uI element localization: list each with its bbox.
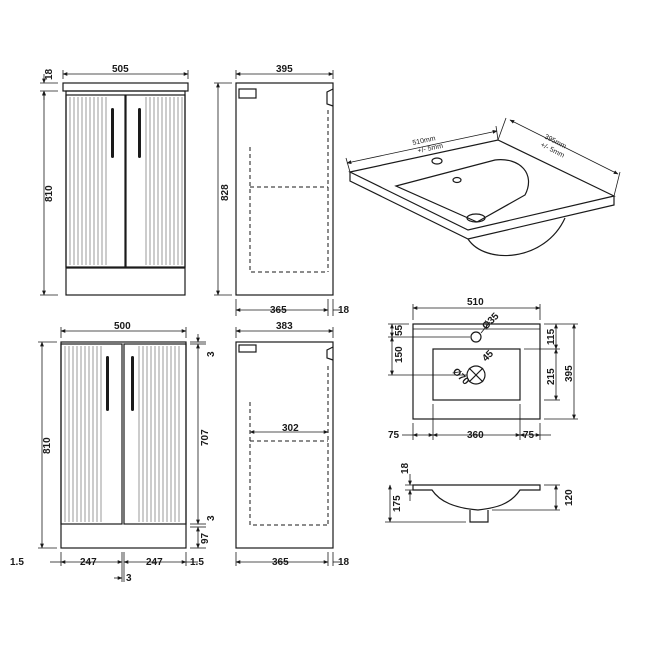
basin-top-surface	[348, 139, 616, 231]
rim-thickness-label: 18	[400, 462, 411, 474]
tap-hole	[470, 331, 482, 343]
height-label: 810	[42, 437, 53, 454]
bowl-width-label: 360	[467, 430, 484, 441]
bowl-depth-label: 215	[546, 368, 557, 385]
bottom-gap-label: 3	[206, 515, 217, 521]
right-gap-label: 1.5	[190, 557, 204, 568]
top-to-bowl-label: 115	[546, 328, 557, 345]
door-right	[125, 94, 186, 268]
side-view-bottom: 383 302 365 18	[235, 321, 350, 568]
basin-section-outline	[412, 484, 541, 511]
door-right	[123, 343, 187, 525]
hidden-carcass	[249, 402, 328, 526]
bowl-height-label: 120	[564, 489, 575, 506]
waste-outlet	[469, 510, 489, 523]
left-gap-label: 1.5	[10, 557, 24, 568]
hinge-block	[238, 88, 257, 99]
bowl-outline	[432, 348, 521, 401]
inner-depth-label: 365	[270, 305, 287, 316]
center-gap-label: 3	[126, 573, 132, 584]
waste-hole	[466, 213, 486, 223]
depth-label: 383	[276, 321, 293, 332]
front-view-bottom: 500 810 3 707 3 97 1.5 247 247 1.5 3	[10, 321, 217, 584]
width-label: 505	[112, 64, 129, 75]
bowl-offset-label: 150	[394, 346, 405, 363]
basin-bowl-underside	[467, 217, 566, 257]
front-view-top: 505 18 810	[40, 64, 189, 296]
back-gap-label: 18	[338, 557, 350, 568]
width-label: 500	[114, 321, 131, 332]
door-left	[65, 94, 126, 268]
tap-hole	[431, 157, 443, 165]
side-view-top: 395 828 365 18	[214, 64, 350, 316]
iso-depth-dimension	[509, 119, 619, 175]
iso-width-label: 510mm	[412, 135, 436, 147]
top-gap-label: 3	[206, 351, 217, 357]
depth-label: 395	[276, 64, 293, 75]
edge-profile	[326, 346, 334, 361]
waste-cross-b	[468, 367, 484, 383]
overflow-hole	[452, 176, 462, 184]
handle-left	[111, 108, 114, 158]
side-panel	[235, 82, 334, 296]
height-label: 810	[44, 185, 55, 202]
door-grooves	[64, 346, 180, 522]
basin-bowl-opening	[394, 159, 530, 223]
worktop-thickness-label: 18	[44, 68, 55, 80]
back-gap-label: 18	[338, 305, 350, 316]
basin-iso-view: 510mm +/- 5mm 395mm +/- 5mm	[345, 117, 621, 257]
door-width-right-label: 247	[146, 557, 163, 568]
total-height-label: 175	[392, 495, 403, 512]
left-margin-label: 75	[388, 430, 400, 441]
door-width-left-label: 247	[80, 557, 97, 568]
basin-width-label: 510	[467, 297, 484, 308]
waste-pos-label: 45	[480, 348, 496, 364]
door-grooves	[69, 97, 183, 265]
door-height-label: 707	[200, 429, 211, 446]
door-left	[60, 343, 123, 525]
basin-plan-view: 510 55 150 Ø35 Ø70 45 115 215 395 75 360…	[388, 297, 578, 441]
handle-left	[106, 356, 109, 411]
handle-right	[131, 356, 134, 411]
handle-right	[138, 108, 141, 158]
basin-outline	[412, 323, 541, 420]
hidden-carcass	[249, 147, 328, 273]
hinge-block	[238, 344, 257, 353]
side-panel	[235, 341, 334, 549]
shelf-depth-label: 302	[282, 423, 299, 434]
basin-section-view: 18 175 120	[385, 462, 575, 523]
right-margin-label: 75	[523, 430, 535, 441]
worktop	[62, 82, 189, 92]
inner-depth-label: 365	[272, 557, 289, 568]
total-depth-label: 395	[564, 365, 575, 382]
tap-hole-offset-label: 55	[394, 324, 405, 336]
plinth-label: 97	[200, 532, 211, 544]
iso-width-dimension	[346, 130, 498, 164]
height-label: 828	[220, 184, 231, 201]
edge-profile	[326, 88, 334, 107]
